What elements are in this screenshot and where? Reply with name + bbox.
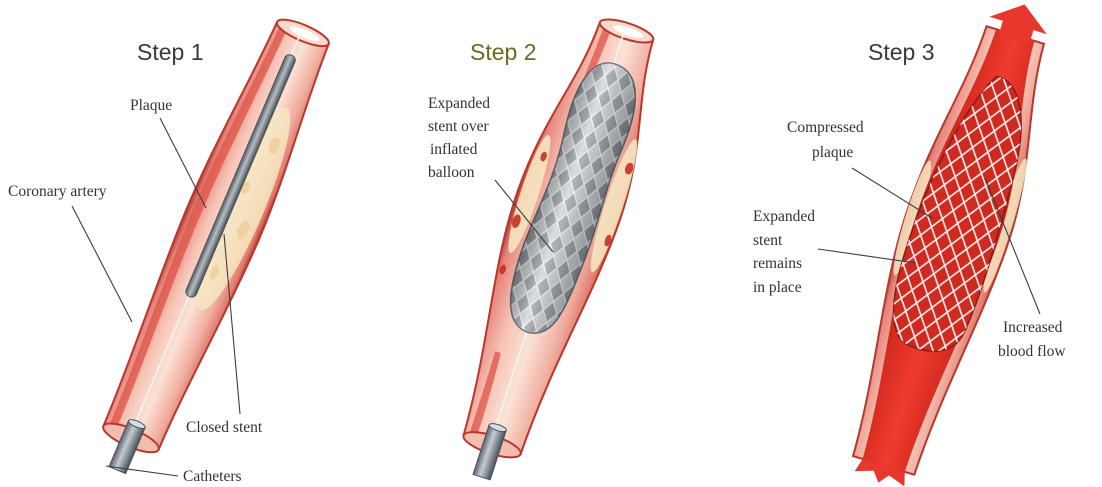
label-stent-line-3: remains	[753, 255, 802, 272]
label-coronary-artery: Coronary artery	[8, 183, 107, 200]
step2-title: Step 2	[470, 39, 537, 65]
label-balloon-line-4: balloon	[428, 164, 475, 181]
step2-panel: Step 2 Expanded	[428, 7, 679, 487]
label-balloon-line-3: inflated	[430, 141, 478, 158]
label-catheters: Catheters	[183, 468, 242, 485]
label-flow-line-1: Increased	[1003, 319, 1063, 336]
label-balloon-line-2: stent over	[428, 118, 490, 135]
step3-panel: Step 3 Compressed plaque Expanded stent …	[753, 0, 1076, 487]
leader-coronary-artery	[72, 206, 132, 322]
step3-title: Step 3	[868, 39, 935, 65]
label-stent-line-4: in place	[753, 279, 802, 296]
label-stent-line-2: stent	[753, 232, 783, 249]
label-stent-line-1: Expanded	[753, 208, 815, 225]
leader-catheters	[106, 466, 178, 476]
leader-plaque	[160, 118, 206, 208]
label-plaque: Plaque	[130, 97, 172, 114]
step1-panel: Step 1 Plaque Coronary artery Close	[8, 11, 343, 486]
label-compressed-line-1: Compressed	[787, 119, 864, 136]
step3-artery	[829, 0, 1077, 487]
step2-artery	[430, 7, 678, 487]
label-balloon-line-1: Expanded	[428, 95, 490, 112]
label-compressed-line-2: plaque	[812, 144, 853, 161]
label-closed-stent: Closed stent	[186, 419, 263, 436]
step1-artery	[82, 11, 343, 486]
step1-title: Step 1	[137, 39, 204, 65]
label-flow-line-2: blood flow	[998, 343, 1066, 360]
